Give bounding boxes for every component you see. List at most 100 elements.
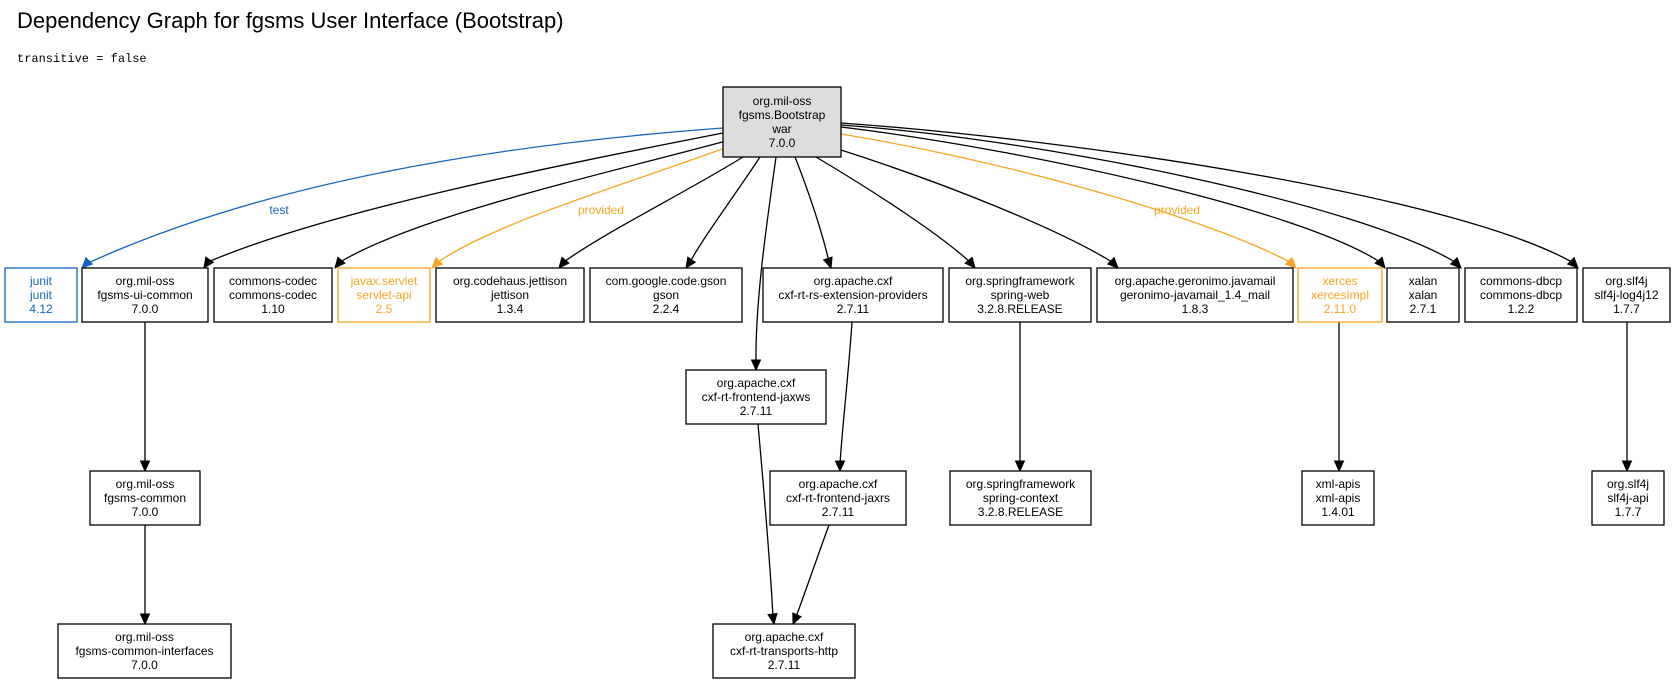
node-label-line: 1.7.7 — [1615, 505, 1642, 519]
arrowhead-icon — [767, 612, 778, 626]
edge-line — [840, 126, 1381, 263]
node-jaxrs[interactable]: org.apache.cxfcxf-rt-frontend-jaxrs2.7.1… — [769, 470, 907, 526]
edge-line — [757, 423, 774, 618]
node-label-line: fgsms.Bootstrap — [739, 108, 826, 122]
node-label-line: 2.7.11 — [740, 404, 773, 418]
arrowhead-icon — [1333, 460, 1345, 473]
edge-root-to-jaxws — [750, 156, 777, 372]
edge-line — [840, 124, 1456, 263]
node-label-line: xalan — [1409, 274, 1438, 288]
node-label-line: 7.0.0 — [131, 658, 158, 672]
node-label-line: org.apache.cxf — [745, 630, 824, 644]
node-label-line: 4.12 — [29, 302, 53, 316]
node-box — [1301, 470, 1375, 526]
edge-root-to-log4j12 — [840, 122, 1579, 269]
node-label-line: 7.0.0 — [769, 136, 796, 150]
node-label-line: jettison — [490, 288, 529, 302]
node-box — [1464, 267, 1578, 323]
node-label-line: 2.2.4 — [653, 302, 680, 316]
node-label-line: cxf-rt-frontend-jaxws — [702, 390, 811, 404]
edge-line — [563, 156, 744, 263]
node-label-line: org.apache.cxf — [799, 477, 878, 491]
arrowhead-icon — [834, 460, 846, 473]
arrowhead-icon — [334, 256, 346, 269]
node-label-line: com.google.code.gson — [606, 274, 727, 288]
edge-rs-ext-to-jaxrs — [834, 321, 853, 473]
node-spring-web[interactable]: org.springframeworkspring-web3.2.8.RELEA… — [948, 267, 1092, 323]
node-label-line: servlet-api — [356, 288, 411, 302]
node-label-line: fgsms-common — [104, 491, 186, 505]
arrowhead-icon — [964, 256, 976, 269]
node-javamail[interactable]: org.apache.geronimo.javamailgeronimo-jav… — [1096, 267, 1294, 323]
node-label-line: 2.7.11 — [768, 658, 801, 672]
node-label-line: geronimo-javamail_1.4_mail — [1120, 288, 1270, 302]
node-label-line: 7.0.0 — [132, 505, 159, 519]
node-spring-context[interactable]: org.springframeworkspring-context3.2.8.R… — [949, 470, 1092, 526]
node-label-line: org.springframework — [965, 274, 1075, 288]
node-box — [589, 267, 743, 323]
edge-root-to-ui-common — [203, 132, 724, 270]
arrowhead-icon — [1374, 256, 1386, 269]
edge-root-to-spring-web — [815, 156, 976, 269]
node-box — [1096, 267, 1294, 323]
node-label-line: fgsms-common-interfaces — [75, 644, 213, 658]
node-box — [948, 267, 1092, 323]
node-transports-http[interactable]: org.apache.cxfcxf-rt-transports-http2.7.… — [712, 623, 856, 679]
edge-fgsms-common-to-common-interfaces — [139, 525, 151, 626]
node-label-line: org.apache.cxf — [717, 376, 796, 390]
edge-line — [840, 133, 1291, 263]
graph-subtitle: transitive = false — [17, 52, 147, 66]
node-label-line: junit — [29, 288, 53, 302]
edge-line — [207, 132, 724, 263]
node-rs-ext[interactable]: org.apache.cxfcxf-rt-rs-extension-provid… — [762, 267, 944, 323]
node-label-line: slf4j-log4j12 — [1594, 288, 1658, 302]
edge-line — [689, 156, 761, 263]
node-label-line: junit — [29, 274, 53, 288]
edge-root-to-javamail — [840, 149, 1119, 269]
edge-line — [755, 156, 777, 365]
edge-root-to-dbcp — [840, 124, 1462, 269]
node-label-line: commons-codec — [229, 288, 317, 302]
edge-line — [840, 122, 1573, 263]
edge-spring-web-to-spring-context — [1014, 322, 1026, 473]
arrowhead-icon — [1106, 256, 1119, 269]
nodes-layer: org.mil-ossfgsms.Bootstrapwar7.0.0junitj… — [4, 86, 1671, 679]
arrowhead-icon — [139, 460, 151, 473]
edge-line — [795, 524, 830, 618]
node-label-line: 2.7.11 — [822, 505, 855, 519]
graph-title: Dependency Graph for fgsms User Interfac… — [17, 8, 564, 33]
node-label-line: org.mil-oss — [115, 630, 174, 644]
node-box — [762, 267, 944, 323]
arrowhead-icon — [685, 256, 697, 270]
node-box — [57, 623, 232, 679]
node-label-line: fgsms-ui-common — [97, 288, 192, 302]
arrowhead-icon — [1621, 460, 1633, 473]
node-label-line: 1.8.3 — [1182, 302, 1209, 316]
arrowhead-icon — [558, 256, 570, 269]
arrowhead-icon — [1566, 256, 1579, 269]
node-jaxws[interactable]: org.apache.cxfcxf-rt-frontend-jaxws2.7.1… — [685, 369, 827, 425]
node-label-line: 3.2.8.RELEASE — [978, 505, 1063, 519]
edge-root-to-gson — [685, 156, 761, 270]
node-label-line: 2.7.11 — [837, 302, 870, 316]
edge-xerces-to-xml-apis — [1333, 322, 1345, 473]
edge-root-to-junit: test — [81, 127, 724, 269]
node-label-line: xercesImpl — [1311, 288, 1369, 302]
node-label-line: javax.servlet — [350, 274, 418, 288]
